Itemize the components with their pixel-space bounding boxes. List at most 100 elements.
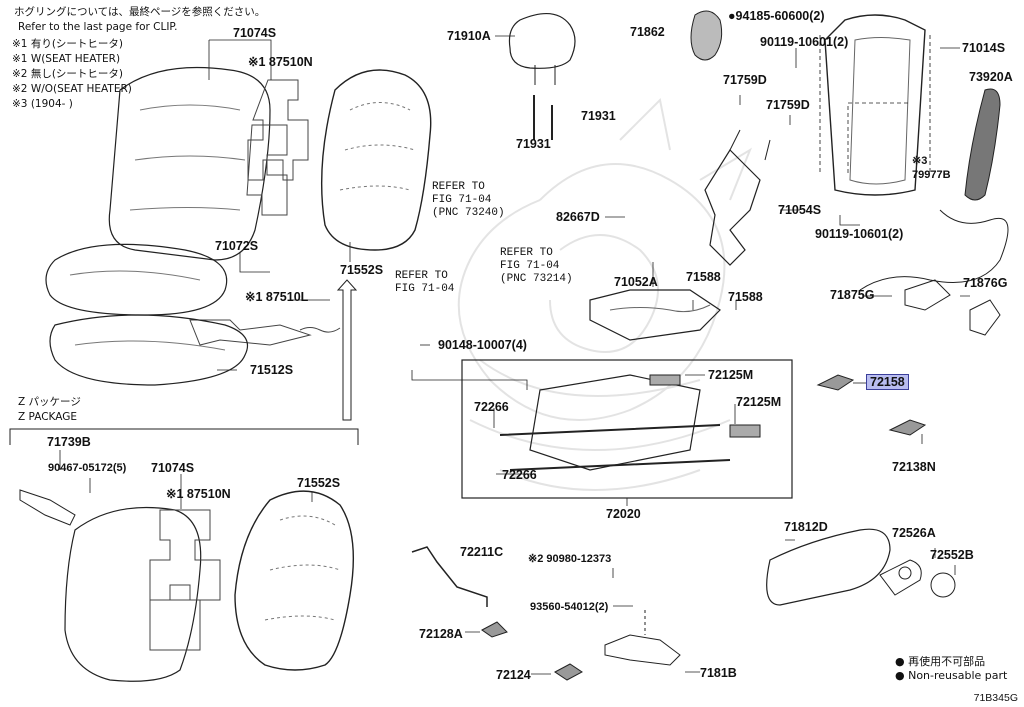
part-label-71931-a[interactable]: 71931 [516, 137, 551, 151]
seatback-pad-71552s-z [234, 490, 354, 671]
part-label-71054s[interactable]: 71054S [778, 203, 822, 217]
clip-note-jp: ホグリングについては、最終ページを参照ください。 [14, 6, 266, 18]
seatback-cover-71074s-z [64, 506, 202, 682]
part-label-71072s[interactable]: 71072S [215, 239, 259, 253]
part-label-7181b[interactable]: 7181B [700, 666, 737, 680]
watermark-logo [457, 97, 753, 491]
refer-note-2-line-2: FIG 71-04 [395, 283, 455, 295]
part-label-87510n-z[interactable]: ※1 87510N [166, 487, 231, 501]
refer-note-3-line-3: (PNC 73214) [500, 273, 573, 285]
part-label-72266-a[interactable]: 72266 [474, 400, 509, 414]
refer-note-1-line-1: REFER TO [432, 181, 485, 193]
seat-frame-71052a [589, 289, 721, 341]
seatback-pad-71552s [320, 69, 432, 251]
cap-72552b [930, 572, 956, 598]
part-label-72552b[interactable]: 72552B [930, 548, 974, 562]
refer-note-2-line-1: REFER TO [395, 270, 448, 282]
legend-nonreusable-jp: ● 再使用不可部品 [895, 655, 986, 668]
note-1-jp: ※1 有り(シートヒータ) [12, 38, 124, 50]
figure-code: 71B345G [973, 692, 1018, 704]
part-label-79977b[interactable]: ※3 79977B [912, 155, 951, 181]
note-2-en: ※2 W/O(SEAT HEATER) [12, 83, 132, 95]
part-label-90119-b[interactable]: 90119-10601(2) [815, 227, 904, 241]
note-2-jp: ※2 無し(シートヒータ) [12, 68, 124, 80]
part-label-93560[interactable]: 93560-54012(2) [530, 601, 609, 613]
note-3: ※3 (1904- ) [12, 98, 73, 110]
part-label-71552s[interactable]: 71552S [340, 263, 384, 277]
clip-72158 [816, 374, 855, 391]
trim-cover-71862 [690, 10, 723, 61]
bracket-71739b [19, 489, 76, 526]
part-label-71759d-b[interactable]: 71759D [766, 98, 810, 112]
part-label-71876g[interactable]: 71876G [963, 276, 1008, 290]
refer-note-3-line-2: FIG 71-04 [500, 260, 560, 272]
part-label-72526a[interactable]: 72526A [892, 526, 936, 540]
clip-72128a [481, 621, 508, 638]
seat-heater-87510n [246, 79, 309, 216]
part-label-71812d[interactable]: 71812D [784, 520, 828, 534]
headrest-71910a [508, 13, 576, 85]
part-label-72124[interactable]: 72124 [496, 668, 531, 682]
part-label-72020[interactable]: 72020 [606, 507, 641, 521]
part-label-72125m-a[interactable]: 72125M [708, 368, 754, 382]
seat-cushion-cover-71072s [45, 243, 228, 316]
part-label-72138n[interactable]: 72138N [892, 460, 936, 474]
part-label-71014s[interactable]: 71014S [962, 41, 1006, 55]
part-label-71875g[interactable]: 71875G [830, 288, 875, 302]
highlighted-part-72158[interactable]: 72158 [866, 374, 909, 390]
bracket-71875g [904, 279, 951, 311]
part-label-71052a[interactable]: 71052A [614, 275, 658, 289]
seatbelt-73920a [859, 88, 1009, 291]
refer-note-3-line-1: REFER TO [500, 247, 553, 259]
clip-72138n [888, 419, 927, 436]
part-label-71910a[interactable]: 71910A [447, 29, 491, 43]
refer-note-1-line-2: FIG 71-04 [432, 194, 492, 206]
part-label-72128a[interactable]: 72128A [419, 627, 463, 641]
part-label-72211c[interactable]: 72211C [460, 545, 504, 559]
part-label-71074s[interactable]: 71074S [233, 26, 277, 40]
refer-note-1-line-3: (PNC 73240) [432, 207, 505, 219]
part-label-71931-b[interactable]: 71931 [581, 109, 616, 123]
part-label-71074s-z[interactable]: 71074S [151, 461, 195, 475]
part-label-72266-b[interactable]: 72266 [502, 468, 537, 482]
seat-heater-87510l [189, 319, 341, 346]
legend-nonreusable-en: ● Non-reusable part [895, 669, 1008, 682]
part-label-71862[interactable]: 71862 [630, 25, 665, 39]
part-label-90148[interactable]: 90148-10007(4) [438, 338, 527, 352]
seat-cushion-pad-71512s [49, 314, 249, 386]
part-label-72158[interactable]: 72158 [866, 374, 909, 390]
part-label-87510n[interactable]: ※1 87510N [248, 55, 313, 69]
knob-72526a [879, 559, 922, 596]
z-package-bracket [9, 428, 359, 445]
part-label-90980[interactable]: ※2 90980-12373 [528, 553, 612, 565]
z-package-jp: Z パッケージ [18, 396, 81, 408]
part-label-71588-b[interactable]: 71588 [728, 290, 763, 304]
bracket-71876g [969, 299, 1001, 336]
assembly-arrow [336, 279, 358, 421]
part-label-71759d-a[interactable]: 71759D [723, 73, 767, 87]
recliner-71054s [704, 129, 771, 266]
clip-note-en: Refer to the last page for CLIP. [18, 21, 178, 33]
part-label-71739b[interactable]: 71739B [47, 435, 91, 449]
part-label-90119-a[interactable]: 90119-10601(2) [760, 35, 849, 49]
part-label-71552s-z[interactable]: 71552S [297, 476, 341, 490]
part-label-71588-a[interactable]: 71588 [686, 270, 721, 284]
seatback-frame-71014s [819, 14, 931, 196]
seat-heater-87510n-z [149, 509, 221, 651]
bracket-7181b [604, 610, 681, 666]
wire-72211c [411, 546, 488, 607]
part-label-71512s[interactable]: 71512S [250, 363, 294, 377]
part-label-82667d[interactable]: 82667D [556, 210, 600, 224]
headrest-guide-71931 [533, 95, 553, 140]
part-label-87510l[interactable]: ※1 87510L [245, 290, 309, 304]
note-1-en: ※1 W(SEAT HEATER) [12, 53, 121, 65]
part-label-73920a[interactable]: 73920A [969, 70, 1013, 84]
part-label-72125m-b[interactable]: 72125M [736, 395, 782, 409]
clip-72124 [554, 663, 583, 681]
part-label-90467[interactable]: 90467-05172(5) [48, 462, 127, 474]
part-label-94185[interactable]: ●94185-60600(2) [728, 9, 825, 23]
shield-71812d [766, 528, 891, 606]
z-package-en: Z PACKAGE [18, 411, 77, 423]
